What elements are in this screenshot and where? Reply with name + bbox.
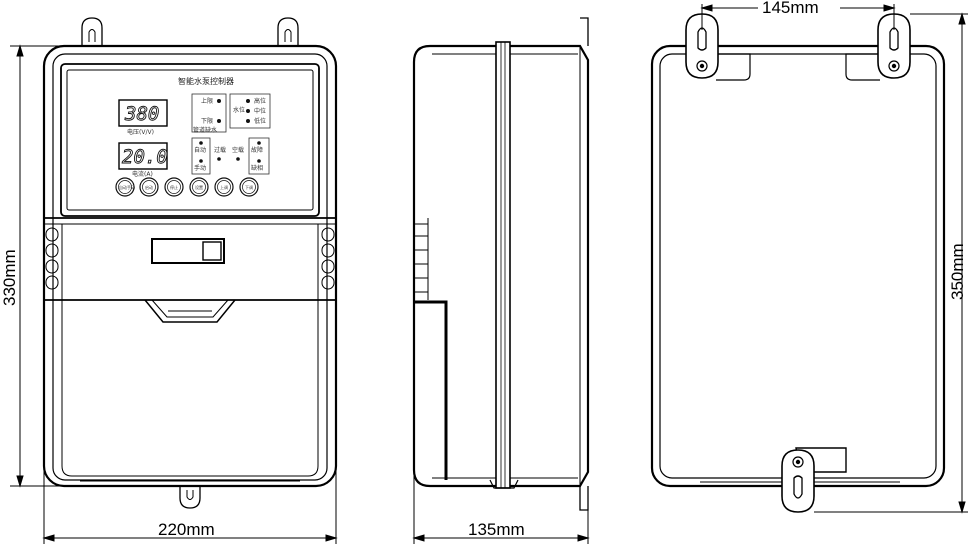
ind-high: 高位	[254, 97, 266, 105]
side-mount-plate	[579, 17, 589, 511]
front-enclosure-inner	[52, 53, 328, 481]
current-display-frame	[118, 142, 168, 170]
back-spacing-dimension	[700, 4, 896, 30]
btn-label-1: 自动手动	[119, 184, 135, 190]
back-view	[650, 44, 946, 488]
front-top-right-lug	[277, 17, 299, 46]
side-cable	[414, 300, 448, 480]
side-depth-label: 135mm	[468, 520, 525, 539]
front-height-dimension	[10, 44, 60, 488]
btn-label-3: 停止	[170, 184, 178, 190]
voltage-display: 380	[124, 103, 159, 125]
ind-no-load: 空载	[232, 146, 244, 154]
front-top-left-lug	[81, 17, 103, 46]
back-height-label: 350mm	[948, 243, 967, 300]
ind-overload: 过载	[214, 146, 226, 154]
side-depth-dimension	[412, 470, 590, 544]
ind-fault: 故障	[251, 146, 263, 154]
indicator-leds	[199, 99, 261, 163]
ind-manual: 手动	[194, 164, 206, 172]
ind-pipe-pressure: 管道缺水	[193, 126, 217, 134]
front-height-label: 330mm	[0, 249, 19, 306]
front-right-bumps	[321, 227, 335, 290]
btn-label-2: 启动	[145, 184, 153, 190]
front-left-bumps	[45, 227, 59, 290]
voltage-display-frame	[118, 99, 168, 127]
front-panel-content: 智能水泵控制器 380 电压(V/V) 20.0 电流(A) 上限 下限 水位 …	[115, 76, 271, 197]
ind-mid: 中位	[254, 107, 266, 115]
front-enclosure-outer	[42, 44, 338, 488]
back-top-right-mount	[877, 13, 911, 79]
current-label: 电流(A)	[132, 170, 153, 178]
side-view	[412, 17, 590, 511]
ind-upper-limit: 上限	[201, 97, 213, 105]
btn-label-6: 下调	[245, 184, 253, 190]
current-display: 20.0	[122, 146, 168, 168]
front-view	[42, 17, 338, 509]
ind-water-level: 水位	[233, 106, 245, 114]
btn-label-4: 设置	[195, 184, 203, 190]
front-power-switch	[151, 238, 225, 264]
ind-auto: 自动	[194, 146, 206, 154]
ind-low: 低位	[254, 117, 266, 125]
back-top-left-mount	[685, 13, 719, 79]
voltage-label: 电压(V/V)	[127, 128, 154, 136]
back-bottom-mount	[781, 449, 815, 513]
btn-label-5: 上调	[220, 184, 228, 190]
ind-lower-limit: 下限	[201, 117, 213, 125]
back-enclosure-outer	[650, 44, 946, 488]
ind-phase: 缺相	[251, 164, 263, 172]
back-height-dimension	[814, 12, 968, 514]
front-bottom-lug	[179, 486, 201, 509]
front-display-window	[60, 63, 320, 217]
side-seam	[495, 41, 511, 489]
front-width-dimension	[42, 470, 338, 544]
side-ridges	[414, 218, 429, 300]
front-latch	[144, 299, 236, 323]
front-width-label: 220mm	[158, 520, 215, 539]
back-spacing-label: 145mm	[762, 0, 819, 17]
panel-buttons	[115, 177, 259, 197]
panel-brand: 智能水泵控制器	[178, 76, 234, 86]
